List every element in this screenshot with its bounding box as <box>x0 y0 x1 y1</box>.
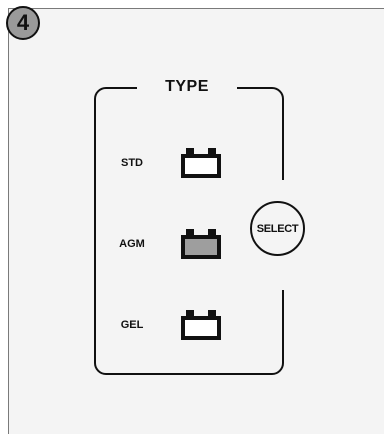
battery-type-label-gel: GEL <box>120 319 144 331</box>
select-button[interactable]: SELECT <box>250 201 305 256</box>
type-group-title: TYPE <box>137 76 237 98</box>
battery-type-label-std: STD <box>121 157 143 169</box>
agm-battery-icon <box>181 229 221 259</box>
battery-type-label-agm: AGM <box>119 238 145 250</box>
std-battery-icon <box>181 148 221 178</box>
step-number-badge: 4 <box>6 6 40 40</box>
gel-battery-icon <box>181 310 221 340</box>
